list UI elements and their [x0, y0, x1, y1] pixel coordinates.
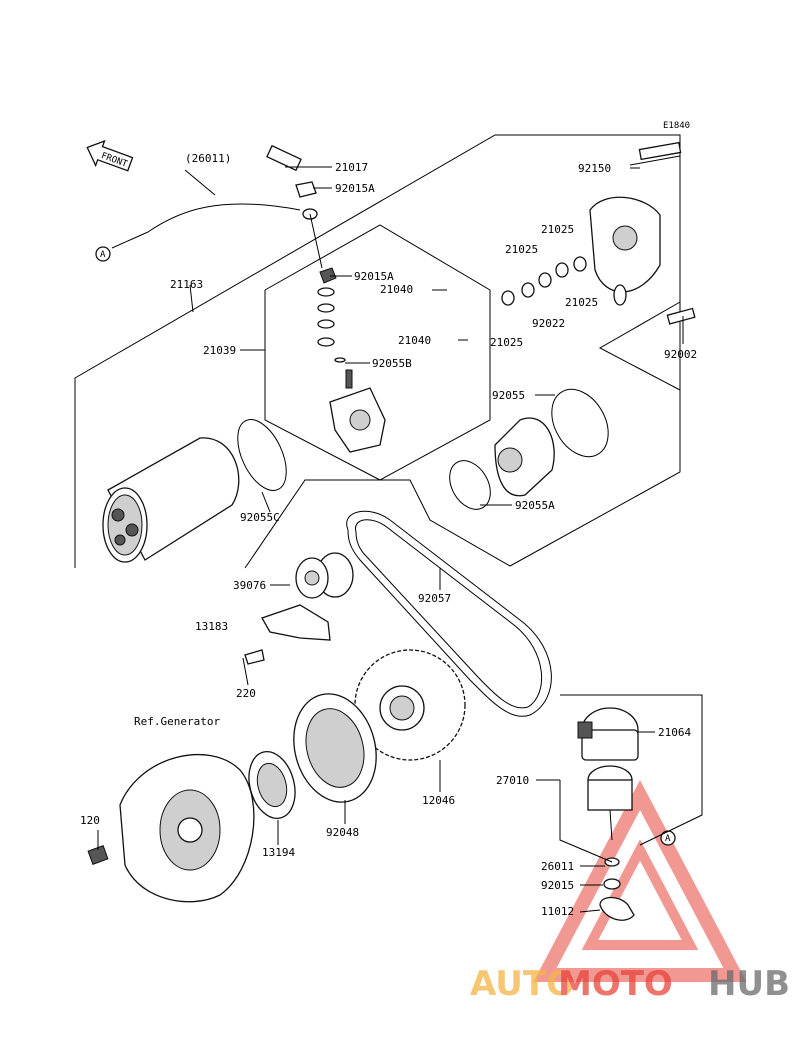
part-label-21025-c: 21025 — [565, 296, 598, 309]
starter-chain — [346, 510, 552, 717]
generator-rotor — [87, 754, 255, 903]
front-bracket — [449, 388, 609, 510]
callout-a-right: A — [660, 830, 676, 846]
part-label-92055: 92055 — [492, 389, 525, 402]
part-label-92015A-mid: 92015A — [354, 270, 394, 283]
part-label-92055A: 92055A — [515, 499, 555, 512]
part-label-21017: 21017 — [335, 161, 368, 174]
part-label-21039: 21039 — [203, 344, 236, 357]
part-label-13183: 13183 — [195, 620, 228, 633]
part-label-39076: 39076 — [233, 579, 266, 592]
part-label-92015: 92015 — [541, 879, 574, 892]
clutch-bearing — [248, 751, 296, 819]
part-label-12046: 12046 — [422, 794, 455, 807]
washer-stack — [317, 267, 346, 363]
starter-motor — [102, 419, 287, 563]
chain-guide-bracket — [244, 604, 331, 665]
part-label-21040-a: 21040 — [380, 283, 413, 296]
part-label-92057: 92057 — [418, 592, 451, 605]
part-label-26011: 26011 — [541, 860, 574, 873]
svg-text:A: A — [665, 834, 671, 844]
starter-clutch-gear — [354, 649, 466, 761]
callout-a-left: A — [95, 246, 111, 262]
brush-holder — [329, 369, 386, 453]
part-label-120: 120 — [80, 814, 100, 827]
part-label-21163: 21163 — [170, 278, 203, 291]
part-label-26011-paren: (26011) — [185, 152, 231, 165]
front-arrow-icon: FRONT — [86, 139, 134, 172]
diagram-id: E1840 — [663, 121, 690, 131]
frame-outline-right — [598, 301, 681, 391]
starter-relay — [577, 707, 639, 921]
part-label-11012: 11012 — [541, 905, 574, 918]
part-label-92002: 92002 — [664, 348, 697, 361]
part-label-92055B: 92055B — [372, 357, 412, 370]
part-label-13194: 13194 — [262, 846, 295, 859]
relay-frame-left — [559, 780, 613, 863]
part-label-27010: 27010 — [496, 774, 529, 787]
relay-frame — [560, 694, 703, 846]
svg-text:MOTO: MOTO — [558, 964, 673, 1004]
part-label-92150: 92150 — [578, 162, 611, 175]
svg-text:AUTO: AUTO — [470, 964, 575, 1004]
wire-harness — [111, 144, 323, 269]
part-label-21040-b: 21040 — [398, 334, 431, 347]
part-label-92055C: 92055C — [240, 511, 280, 524]
leader-lines — [97, 166, 684, 913]
part-label-21025-d: 21025 — [490, 336, 523, 349]
svg-text:A: A — [100, 250, 106, 260]
end-cover — [589, 141, 696, 325]
part-label-21025-b: 21025 — [505, 243, 538, 256]
frame-outline-main — [74, 134, 681, 568]
part-label-21025-a: 21025 — [541, 223, 574, 236]
washers-right — [501, 256, 587, 306]
svg-text:HUB: HUB — [708, 964, 790, 1004]
part-label-92015A-top: 92015A — [335, 182, 375, 195]
ref-generator-label: Ref.Generator — [134, 715, 220, 728]
part-label-220: 220 — [236, 687, 256, 700]
frame-outline-lower — [244, 390, 681, 569]
watermark-text: AUTO MOTO HUB — [470, 964, 790, 1004]
part-label-92048: 92048 — [326, 826, 359, 839]
brush-frame — [264, 224, 491, 481]
part-label-92022: 92022 — [532, 317, 565, 330]
idler-sprocket — [295, 552, 354, 599]
one-way-clutch — [293, 693, 377, 803]
part-label-21064: 21064 — [658, 726, 691, 739]
